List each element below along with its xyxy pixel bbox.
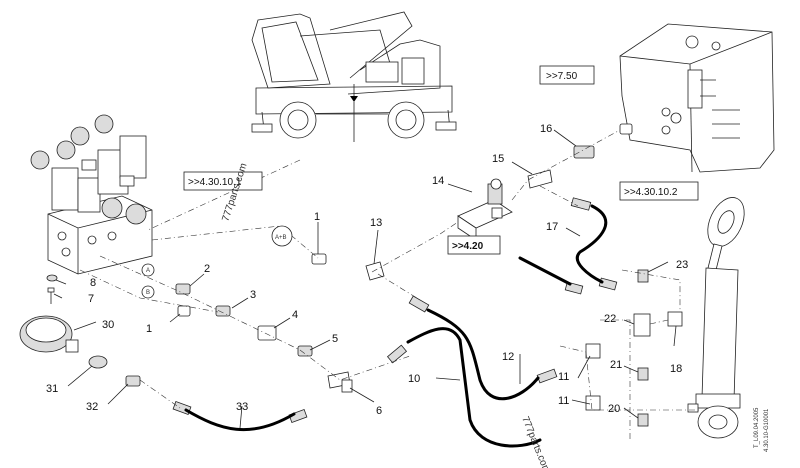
ref-4-30-10-1: >>4.30.10.1 <box>183 171 263 191</box>
callout-1-lower: 1 <box>146 323 152 335</box>
hose-12 <box>426 308 540 401</box>
callout-13: 13 <box>370 217 382 229</box>
hydraulic-tank-icon <box>619 23 775 173</box>
ref-4-20: >>4.20 <box>447 235 501 255</box>
callout-22: 22 <box>604 313 616 325</box>
ref-750: >>7.50 <box>539 65 595 85</box>
watermark-bottom: 777parts.com <box>519 415 552 468</box>
directional-valve-icon <box>457 178 513 241</box>
callout-8: 8 <box>90 277 96 289</box>
footer-code: 4.30.10-G10001 <box>764 408 770 452</box>
ref-4-30-10-2-label: >>4.30.10.2 <box>624 187 678 198</box>
screw-part <box>46 274 58 304</box>
port-b-label: B <box>146 290 150 296</box>
hose-10 <box>406 327 542 448</box>
callout-30: 30 <box>102 319 114 331</box>
cylinder-icon <box>687 197 745 439</box>
callout-18: 18 <box>670 363 682 375</box>
valve-block-icon <box>30 114 153 275</box>
callout-21: 21 <box>610 359 622 371</box>
callout-20: 20 <box>608 403 620 415</box>
connection-lines <box>79 129 700 440</box>
port-a: A <box>141 263 155 277</box>
callout-4: 4 <box>292 309 298 321</box>
fittings <box>88 123 683 427</box>
footer-date: T_L09.04.2005 <box>754 407 760 448</box>
hoses <box>184 204 608 448</box>
callout-17: 17 <box>546 221 558 233</box>
ref-4-30-10-1-label: >>4.30.10.1 <box>188 177 242 188</box>
callout-2: 2 <box>204 263 210 275</box>
callout-32: 32 <box>86 401 98 413</box>
hose-420 <box>518 256 572 286</box>
ref-4-30-10-2: >>4.30.10.2 <box>619 181 699 201</box>
hose-17 <box>576 204 608 284</box>
port-ab-label: A+B <box>275 235 287 241</box>
callout-16: 16 <box>540 123 552 135</box>
ref-750-label: >>7.50 <box>546 71 578 82</box>
callouts: 1 2 3 4 5 6 7 8 10 11 12 13 14 15 16 17 … <box>46 123 688 417</box>
accumulator-icon <box>19 315 79 353</box>
callout-11-upper: 11 <box>558 371 569 383</box>
port-ab: A+B <box>271 225 293 247</box>
callout-31: 31 <box>46 383 58 395</box>
callout-1: 1 <box>314 211 320 223</box>
port-b: B <box>141 285 155 299</box>
callout-14: 14 <box>432 175 444 187</box>
callout-33: 33 <box>236 401 248 413</box>
callout-12: 12 <box>502 351 514 363</box>
ref-4-20-label: >>4.20 <box>452 241 484 252</box>
callout-15: 15 <box>492 153 504 165</box>
machine-icon <box>251 11 457 142</box>
callout-5: 5 <box>332 333 338 345</box>
hose-33 <box>184 408 296 432</box>
leader-lines <box>53 129 677 429</box>
callout-11: 11 <box>558 395 569 407</box>
port-a-label: A <box>146 268 150 274</box>
callout-6: 6 <box>376 405 382 417</box>
callout-3: 3 <box>250 289 256 301</box>
callout-23: 23 <box>676 259 688 271</box>
watermark-top: 777parts.com <box>220 162 249 223</box>
callout-10: 10 <box>408 373 420 385</box>
callout-7: 7 <box>88 293 94 305</box>
